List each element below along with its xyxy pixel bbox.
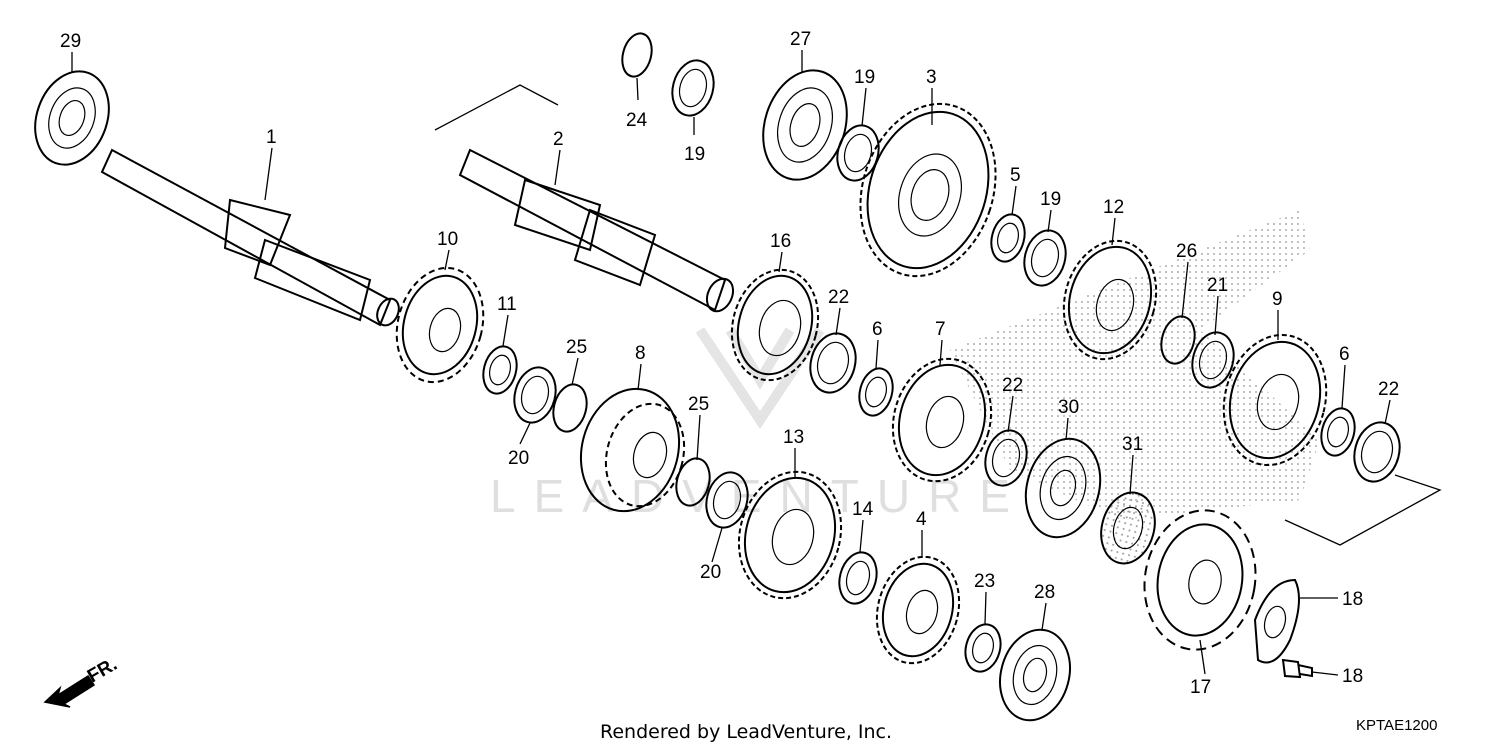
diagram-code: KPTAE1200 [1356,717,1437,734]
washer-22-mid [809,332,857,394]
washer-19-right [1023,229,1067,287]
shaft-2-bracket [434,84,559,131]
callout-20-a: 20 [508,448,529,469]
circlip-24 [621,32,653,78]
shaft-2-end-bracket [1284,474,1442,546]
callout-15: 16 [770,231,791,252]
callout-3: 3 [926,67,937,88]
callout-28: 28 [1034,582,1055,603]
washer-20-lower [705,471,749,529]
callout-29: 29 [60,31,81,52]
callout-19-b: 19 [854,67,875,88]
callout-8: 8 [635,343,646,364]
gear-7 [891,357,993,483]
callout-22-a: 22 [828,287,849,308]
bearing-29 [34,70,110,166]
sprocket-16 [1143,509,1257,651]
washer-19-mid [836,124,880,182]
callout-18: 18 [1342,666,1363,687]
front-direction-arrow: FR. [43,654,121,708]
callout-1: 1 [266,127,277,148]
washer-20-left [513,366,557,424]
bushing-6-right [1320,407,1356,457]
footer-credit: Rendered by LeadVenture, Inc. [600,721,892,743]
callout-12: 12 [1103,197,1124,218]
fixing-plate-17 [1253,578,1300,664]
callout-27: 27 [790,29,811,50]
callout-25-a: 25 [566,337,587,358]
callout-14: 14 [852,499,874,520]
washer-19-top [671,59,715,117]
callout-labels: 29 1 2 24 19 27 19 3 5 19 12 26 21 9 10 … [60,29,1399,698]
callout-26: 26 [1176,241,1197,262]
callout-22-b: 22 [1002,375,1023,396]
callout-19-c: 19 [1040,189,1061,210]
gear-15 [730,268,820,382]
watermark-text: LEADVENTURE [490,470,1028,522]
washer-22-lower [984,429,1028,487]
gear-8 [579,387,686,513]
oil-seal-31 [1100,491,1156,565]
gear-5 [875,555,961,665]
callout-20-b: 20 [700,562,721,583]
callout-22-c: 22 [1378,379,1399,400]
callout-13: 13 [783,427,804,448]
bushing-4 [990,213,1026,263]
callout-19-a: 19 [684,144,705,165]
callout-5: 4 [916,509,927,530]
bolt-18 [1281,658,1313,679]
callout-11: 11 [497,294,517,315]
circlip-26 [1160,315,1196,365]
callout-21: 21 [1207,275,1228,296]
washer-21 [1191,331,1235,389]
callout-30: 30 [1058,397,1079,418]
callout-16: 17 [1190,677,1211,698]
callout-4: 5 [1010,165,1021,186]
callout-2: 2 [553,129,564,150]
bearing-28 [999,628,1071,722]
callout-9: 9 [1272,289,1283,310]
leader-lines [71,50,1391,676]
callout-24: 24 [626,110,648,131]
bearing-30 [1024,437,1102,539]
bearing-27 [762,69,848,181]
gear-3 [859,102,997,278]
washer-23 [964,623,1002,673]
countershaft-2 [458,148,735,313]
bushing-11 [482,345,518,395]
bushing-14 [838,551,878,605]
circlip-25-left [552,383,588,433]
mainshaft-1 [100,148,400,327]
gear-13 [737,470,843,600]
callout-6-b: 6 [1339,344,1350,365]
callout-17: 18 [1342,589,1363,610]
callout-25-b: 25 [688,394,709,415]
callout-23: 23 [974,571,995,592]
gear-10 [395,266,485,384]
dotted-logo-background [950,210,1320,520]
callout-10: 10 [437,229,458,250]
callout-31: 31 [1122,434,1143,455]
bushing-6-mid [858,367,894,417]
callout-6-a: 6 [872,319,883,340]
callout-7: 7 [935,319,946,340]
circlip-25-mid [675,457,711,507]
gear-12 [1062,239,1158,361]
gear-9 [1222,333,1328,467]
